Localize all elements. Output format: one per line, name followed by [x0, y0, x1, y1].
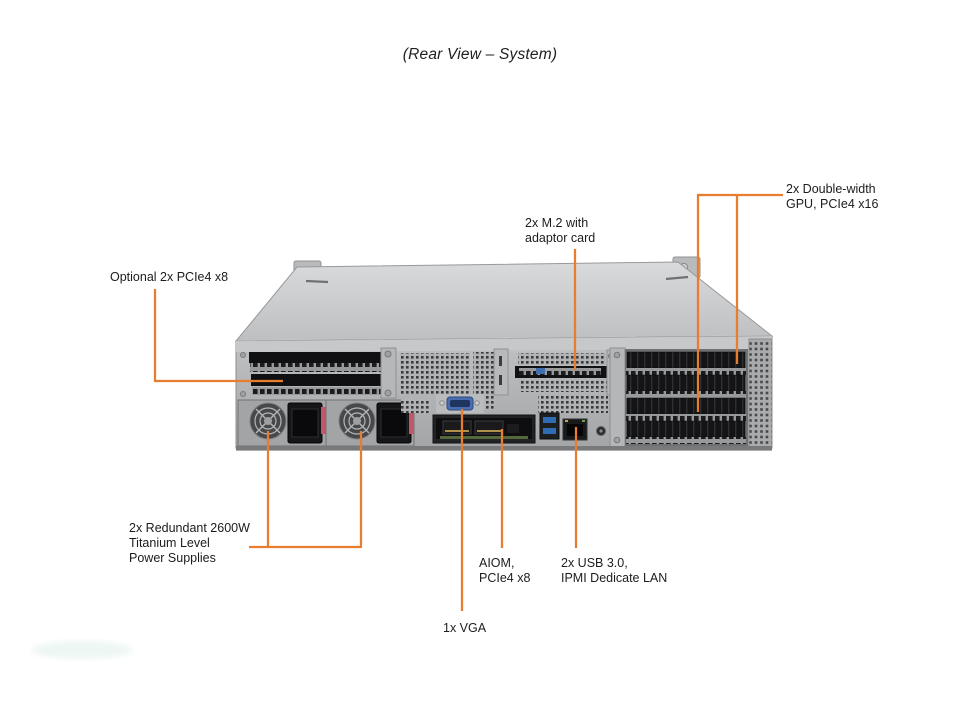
vent-mesh — [400, 353, 470, 396]
gpu-slot-bays — [625, 349, 748, 446]
gpu-slot-2 — [626, 374, 746, 398]
aiom-label: AIOM, PCIe4 x8 — [479, 556, 530, 586]
panel-divider — [609, 347, 626, 448]
gpu-label: 2x Double-width GPU, PCIe4 x16 — [786, 182, 878, 212]
vent-grille-right — [748, 338, 773, 449]
chassis-bottom-edge — [236, 446, 772, 451]
gpu-slot-1 — [626, 351, 746, 375]
psu-label-line1: 2x Redundant 2600W — [129, 521, 250, 535]
psu-label-line2: Titanium Level — [129, 536, 210, 550]
usb-label-line2: IPMI Dedicate LAN — [561, 571, 668, 585]
faint-watermark — [32, 641, 132, 659]
aiom-label-line1: AIOM, — [479, 556, 515, 570]
io-section — [400, 348, 616, 444]
gpu-leader-line-a — [696, 193, 783, 412]
pcie-slots-left — [240, 347, 397, 399]
gpu-label-line1: 2x Double-width — [786, 182, 876, 196]
psu-label: 2x Redundant 2600W Titanium Level Power … — [129, 521, 250, 566]
optional-pcie-leader-line — [153, 289, 283, 383]
chassis-lid — [234, 261, 774, 342]
optional-pcie-label-line1: Optional 2x PCIe4 x8 — [110, 270, 229, 284]
callout-lines — [153, 193, 783, 611]
vga-port — [436, 394, 484, 413]
m2-label: 2x M.2 with adaptor card — [525, 216, 595, 246]
aiom-slot — [432, 414, 536, 444]
usb-ports — [539, 412, 560, 440]
vga-label: 1x VGA — [443, 621, 486, 636]
optional-pcie-label: Optional 2x PCIe4 x8 — [110, 270, 228, 285]
vga-label-line1: 1x VGA — [443, 621, 487, 635]
psu-1 — [237, 399, 327, 447]
m2-label-line1: 2x M.2 with — [525, 216, 589, 230]
id-button — [596, 426, 606, 436]
diagram-title: (Rear View – System) — [402, 46, 558, 63]
m2-adaptor-slot — [515, 349, 616, 396]
gpu-slot-4 — [626, 420, 746, 444]
usb-label: 2x USB 3.0, IPMI Dedicate LAN — [561, 556, 667, 586]
gpu-label-line2: GPU, PCIe4 x16 — [786, 197, 879, 211]
psu-2 — [325, 399, 415, 447]
psu-label-line3: Power Supplies — [129, 551, 216, 565]
psu2-release-tab — [409, 407, 414, 434]
gpu-slot-3 — [626, 397, 746, 421]
aiom-label-line2: PCIe4 x8 — [479, 571, 531, 585]
psu1-release-tab — [321, 407, 326, 434]
usb-label-line1: 2x USB 3.0, — [561, 556, 628, 570]
m2-label-line2: adaptor card — [525, 231, 596, 245]
